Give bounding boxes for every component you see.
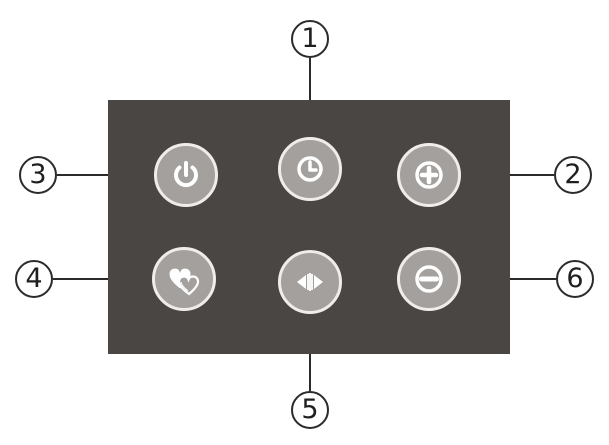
callout-4: 4 (15, 260, 53, 298)
callout-2: 2 (554, 156, 592, 194)
clock-icon (290, 149, 330, 189)
callout-6: 6 (556, 260, 594, 298)
power-icon (166, 155, 206, 195)
power-button[interactable] (154, 143, 218, 207)
timer-button[interactable] (278, 137, 342, 201)
minus-circle-icon (409, 259, 449, 299)
swing-button[interactable] (278, 250, 342, 314)
hearts-icon (164, 259, 204, 299)
plus-button[interactable] (397, 143, 461, 207)
plus-circle-icon (409, 155, 449, 195)
callout-1: 1 (291, 20, 329, 58)
minus-button[interactable] (397, 247, 461, 311)
callout-5: 5 (291, 391, 329, 429)
callout-3: 3 (19, 156, 57, 194)
mode-button[interactable] (152, 247, 216, 311)
oscillation-icon (290, 262, 330, 302)
